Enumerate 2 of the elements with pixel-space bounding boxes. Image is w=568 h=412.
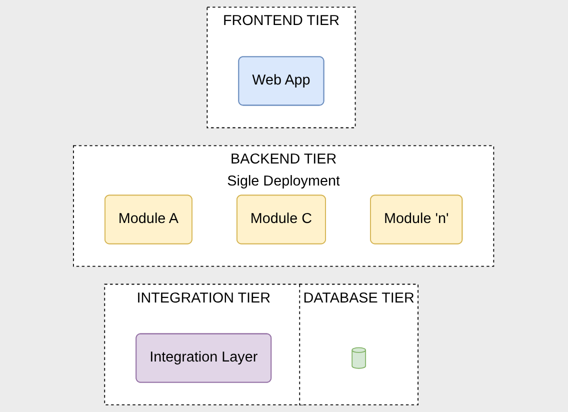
cluster: DATABASE TIER	[300, 284, 419, 406]
node-cylinder	[352, 347, 366, 369]
